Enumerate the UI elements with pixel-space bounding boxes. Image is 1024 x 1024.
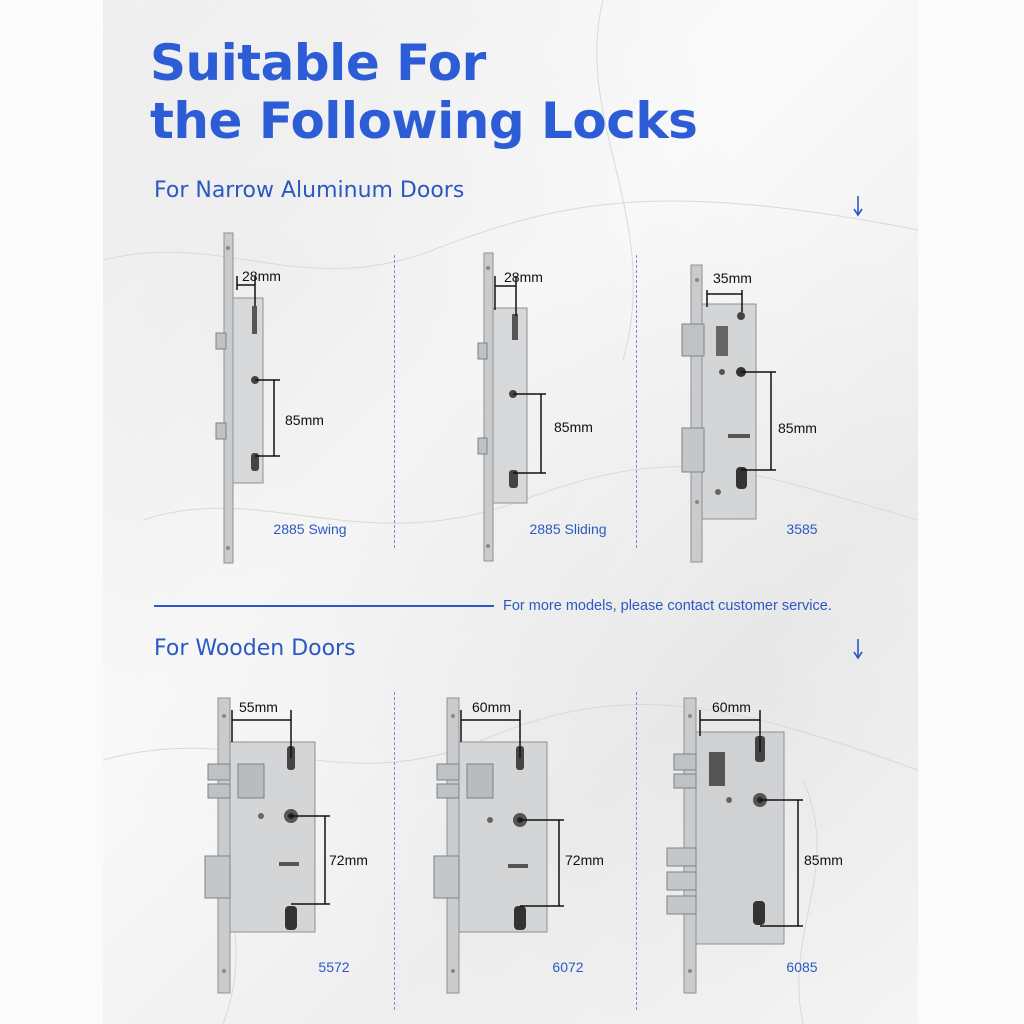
- model-label: 5572: [318, 959, 350, 975]
- lock-2885-sliding: 28mm 85mm: [477, 248, 618, 568]
- contact-note: For more models, please contact customer…: [503, 598, 832, 614]
- column-divider: [636, 255, 637, 548]
- top-dimension-label: 28mm: [242, 268, 281, 284]
- top-dimension-label: 60mm: [712, 699, 751, 715]
- arrow-down-icon: [853, 639, 863, 660]
- title-line-2: the Following Locks: [150, 92, 698, 150]
- lock-2885-swing: 28mm 85mm: [212, 228, 352, 573]
- model-label: 2885 Swing: [273, 521, 347, 537]
- arrow-down-icon: [853, 196, 863, 217]
- side-dimension-label: 72mm: [329, 852, 368, 868]
- model-label: 6085: [786, 959, 818, 975]
- side-dimension-label: 72mm: [565, 852, 604, 868]
- model-label: 3585: [786, 521, 818, 537]
- model-label: 6072: [552, 959, 584, 975]
- column-divider: [394, 692, 395, 1010]
- section-title-narrow: For Narrow Aluminum Doors: [154, 178, 465, 203]
- top-dimension-label: 28mm: [504, 269, 543, 285]
- column-divider: [636, 692, 637, 1010]
- side-dimension-label: 85mm: [285, 412, 324, 428]
- lock-6072: 60mm 72mm: [433, 696, 614, 996]
- model-label: 2885 Sliding: [529, 521, 607, 537]
- top-dimension-label: 60mm: [472, 699, 511, 715]
- title-line-1: Suitable For: [150, 34, 486, 92]
- side-dimension-label: 85mm: [778, 420, 817, 436]
- side-dimension-label: 85mm: [554, 419, 593, 435]
- lock-3585: 35mm 85mm: [680, 262, 820, 567]
- section-title-wooden: For Wooden Doors: [154, 636, 356, 661]
- separator-line: [154, 605, 494, 607]
- top-dimension-label: 35mm: [713, 270, 752, 286]
- column-divider: [394, 255, 395, 548]
- lock-6085: 60mm 85mm: [666, 696, 857, 996]
- page-title: Suitable For the Following Locks: [150, 34, 698, 150]
- lock-5572: 55mm 72mm: [204, 696, 375, 996]
- top-dimension-label: 55mm: [239, 699, 278, 715]
- side-dimension-label: 85mm: [804, 852, 843, 868]
